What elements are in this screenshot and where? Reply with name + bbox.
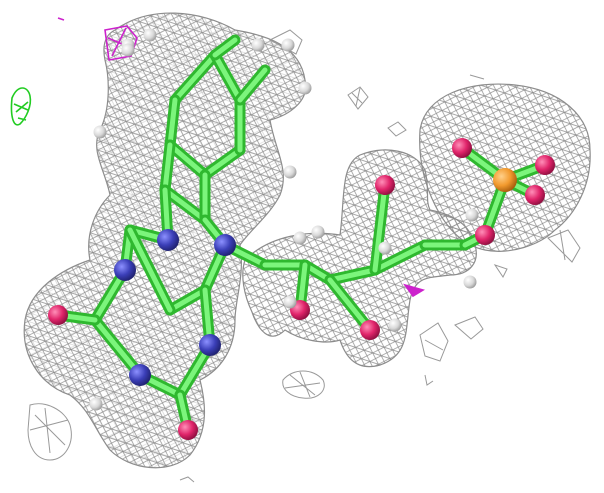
hydrogen-atom xyxy=(121,43,135,57)
oxygen-atom xyxy=(475,225,495,245)
bond-highlight xyxy=(172,52,218,103)
positive-difference-blob xyxy=(10,87,32,126)
mesh-fragment xyxy=(454,316,484,340)
molecule-atoms xyxy=(48,28,555,440)
bond-highlight xyxy=(167,287,208,313)
bond-highlight xyxy=(202,147,243,178)
phosphorus-atom xyxy=(493,168,517,192)
hydrogen-atom xyxy=(378,241,392,255)
mesh-fragment xyxy=(547,229,581,263)
nitrogen-atom xyxy=(114,259,136,281)
bond-highlight xyxy=(327,277,373,333)
hydrogen-atom xyxy=(388,318,402,332)
bond-highlight xyxy=(372,242,428,273)
hydrogen-atom xyxy=(298,81,312,95)
nitrogen-atom xyxy=(199,334,221,356)
mesh-fragment xyxy=(493,264,508,278)
mesh-fragment xyxy=(424,374,434,386)
bond-highlight xyxy=(127,227,173,313)
nitrogen-atom xyxy=(129,364,151,386)
hydrogen-atom xyxy=(283,165,297,179)
negative-difference-blob xyxy=(57,17,65,21)
mesh-fragment xyxy=(179,476,195,483)
density-mesh-phosphate-lobe xyxy=(419,83,591,252)
oxygen-atom xyxy=(48,305,68,325)
oxygen-atom xyxy=(178,420,198,440)
bond-highlight xyxy=(162,187,208,223)
nitrogen-atom xyxy=(157,229,179,251)
density-mesh xyxy=(23,12,591,469)
hydrogen-atom xyxy=(93,125,107,139)
mesh-fragment xyxy=(419,322,449,362)
mesh-fragment xyxy=(387,121,407,137)
nitrogen-atom xyxy=(214,234,236,256)
hydrogen-atom xyxy=(89,397,103,411)
hydrogen-atom xyxy=(283,295,297,309)
stray-density-fragments xyxy=(27,29,581,483)
hydrogen-atom xyxy=(143,28,157,42)
bond-highlight xyxy=(327,267,378,283)
bond-highlight xyxy=(167,97,178,148)
negative-difference-blob xyxy=(403,283,426,298)
oxygen-atom xyxy=(375,175,395,195)
bond-highlight xyxy=(162,142,173,193)
mesh-fragment xyxy=(282,370,325,399)
oxygen-atom xyxy=(360,320,380,340)
bond-highlight xyxy=(237,67,268,103)
oxygen-atom xyxy=(452,138,472,158)
oxygen-atom xyxy=(535,155,555,175)
mesh-fragment xyxy=(27,403,72,461)
bond-highlight xyxy=(212,52,243,103)
oxygen-atom xyxy=(525,185,545,205)
hydrogen-atom xyxy=(311,225,325,239)
bond-highlight xyxy=(372,182,388,273)
bond-highlight xyxy=(167,142,208,178)
bond-highlight xyxy=(92,317,143,378)
hydrogen-atom xyxy=(251,38,265,52)
hydrogen-atom xyxy=(281,38,295,52)
mesh-fragment xyxy=(469,74,485,80)
hydrogen-atom xyxy=(463,275,477,289)
hydrogen-atom xyxy=(293,231,307,245)
bond-highlight xyxy=(212,37,238,58)
hydrogen-atom xyxy=(465,208,479,222)
mesh-fragment xyxy=(347,86,369,110)
